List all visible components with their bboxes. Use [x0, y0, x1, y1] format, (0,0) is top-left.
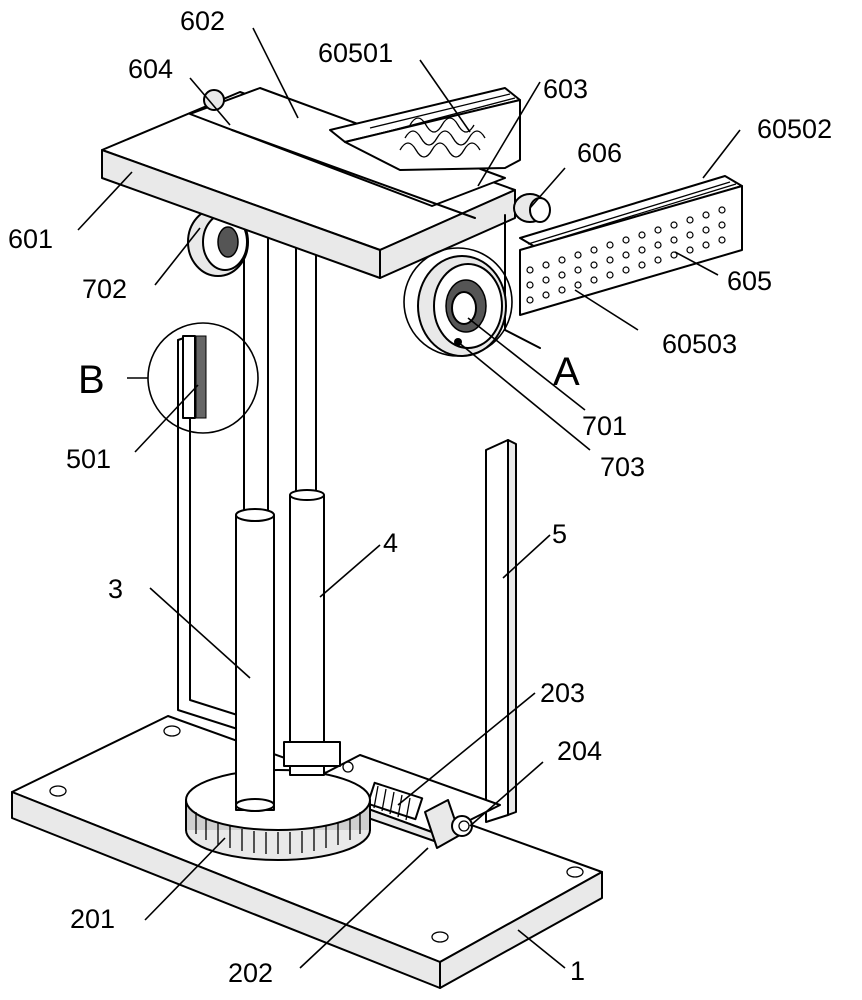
- rail-60501: [329, 87, 521, 171]
- label-204: 204: [557, 736, 602, 766]
- label-501: 501: [66, 444, 111, 474]
- top-platform: [101, 87, 516, 279]
- cylinder-3: [235, 229, 275, 812]
- leader-lines: [77, 27, 741, 969]
- label-201: 201: [70, 904, 115, 934]
- label-3: 3: [108, 574, 123, 604]
- perforation-holes: [526, 206, 726, 304]
- label-5: 5: [552, 519, 567, 549]
- label-603: 603: [543, 74, 588, 104]
- rack-501: [147, 322, 259, 434]
- label-605: 605: [727, 266, 772, 296]
- label-701: 701: [582, 411, 627, 441]
- label-602: 602: [180, 6, 225, 36]
- label-60502: 60502: [757, 114, 832, 144]
- label-202: 202: [228, 958, 273, 988]
- arm-605: [519, 175, 743, 316]
- label-60501: 60501: [318, 38, 393, 68]
- label-B: B: [78, 358, 105, 402]
- cylinder-4: [283, 239, 341, 776]
- label-604: 604: [128, 54, 173, 84]
- label-702: 702: [82, 274, 127, 304]
- label-60503: 60503: [662, 329, 737, 359]
- label-203: 203: [540, 678, 585, 708]
- label-601: 601: [8, 224, 53, 254]
- rack-post: [485, 439, 517, 823]
- label-4: 4: [383, 528, 398, 558]
- label-1: 1: [570, 956, 585, 986]
- motor-block: [424, 799, 473, 849]
- label-606: 606: [577, 138, 622, 168]
- worm-screw: [366, 781, 424, 821]
- gear-201: [185, 769, 371, 861]
- detail-circle-a: [403, 247, 513, 357]
- label-A: A: [553, 350, 580, 394]
- label-703: 703: [600, 452, 645, 482]
